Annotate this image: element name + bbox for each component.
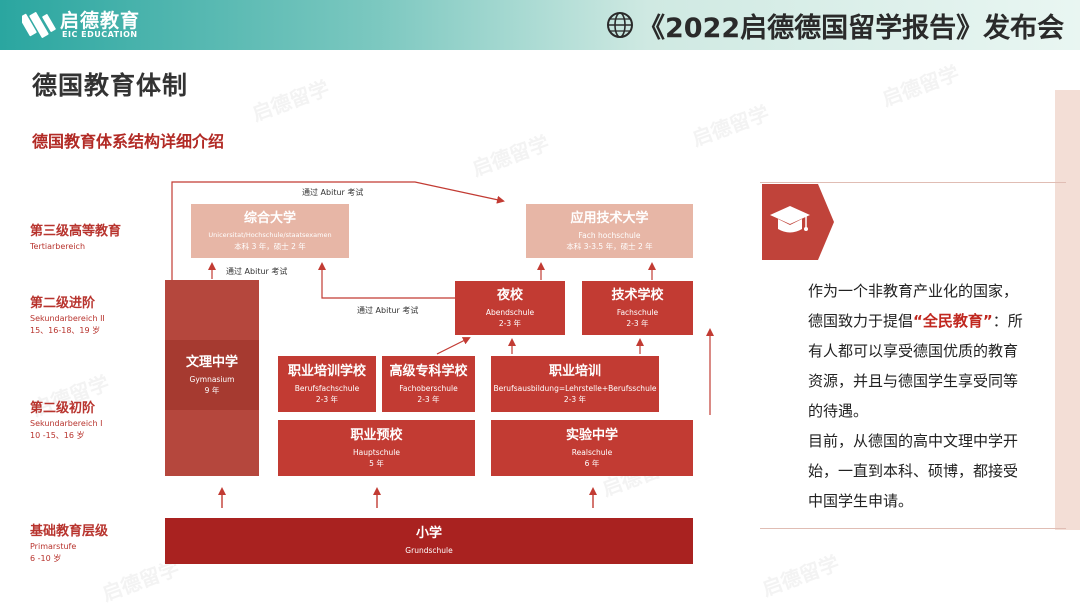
- logo-subtext: EIC EDUCATION: [62, 30, 138, 39]
- box-name: 应用技术大学: [570, 210, 649, 226]
- box-german: Fachoberschule: [399, 383, 458, 393]
- level-german: Tertiarbereich: [30, 242, 86, 251]
- box-german: Gymnasium: [189, 374, 235, 384]
- badge-pointer: [818, 184, 834, 260]
- box-years: 2-3 年: [315, 394, 339, 404]
- level-primary: 基础教育层级 Primarstufe 6 -10 岁: [30, 520, 108, 564]
- divider-bottom: [760, 528, 1066, 529]
- level-secondary-ii: 第二级进阶 Sekundarbereich II 15、16-18、19 岁: [30, 292, 105, 336]
- box-years: 2-3 年: [417, 394, 440, 404]
- description: 作为一个非教育产业化的国家，德国致力于提倡“全民教育”：所有人都可以享受德国优质…: [808, 276, 1028, 516]
- box-tech-school: 技术学校 Fachschule 2-3 年: [582, 281, 693, 335]
- header-bar: [0, 0, 1080, 50]
- level-name: 第二级初阶: [30, 401, 96, 416]
- arrow-label-night-uni: 通过 Abitur 考试: [357, 306, 419, 315]
- box-name: 综合大学: [243, 210, 296, 226]
- description-paragraph-2: 目前，从德国的高中文理中学开始，一直到本科、硕博，都接受中国学生申请。: [808, 432, 1019, 510]
- desc-text: ：所有人都可以享受德国优质的教育资源，并且与德国学生享受同等的待遇。: [808, 312, 1023, 420]
- arrow-top-route: [171, 181, 505, 280]
- side-accent-bar: [1055, 90, 1080, 530]
- box-night-school: 夜校 Abendschule 2-3 年: [455, 281, 565, 335]
- box-name: 职业预校: [350, 427, 403, 443]
- description-paragraph-1: 作为一个非教育产业化的国家，德国致力于提倡“全民教育”：所有人都可以享受德国优质…: [808, 276, 1028, 426]
- box-german: Hauptschule: [353, 447, 400, 457]
- event-title: 《2022启德德国留学报告》发布会: [638, 13, 1065, 44]
- box-years: 本科 3-3.5 年，硕士 2 年: [566, 241, 653, 251]
- section-title: 德国教育体系结构详细介绍: [32, 132, 225, 151]
- box-applied-university: 应用技术大学 Fach hochschule 本科 3-3.5 年，硕士 2 年: [526, 204, 693, 258]
- box-years: 2-3 年: [498, 318, 522, 328]
- box-grundschule: 小学 Grundschule: [165, 518, 693, 564]
- box-realschule: 实验中学 Realschule 6 年: [491, 420, 693, 476]
- arrow-fos-to-night: [436, 337, 471, 355]
- box-name: 文理中学: [185, 354, 238, 370]
- divider-top: [760, 182, 1066, 183]
- box-german: Grundschule: [405, 546, 453, 555]
- box-german: Abendschule: [485, 307, 535, 317]
- level-name: 第二级进阶: [30, 296, 96, 311]
- desc-highlight: “全民教育”: [913, 312, 993, 330]
- box-german: Realschule: [571, 447, 613, 457]
- level-age: 15、16-18、19 岁: [30, 326, 101, 335]
- box-name: 实验中学: [565, 427, 618, 443]
- box-vocational-training-school: 职业培训学校 Berufsfachschule 2-3 年: [278, 356, 376, 412]
- box-years: 6 年: [584, 458, 600, 468]
- level-age: 10 -15、16 岁: [30, 431, 85, 440]
- level-tertiary: 第三级高等教育 Tertiarbereich: [30, 220, 121, 251]
- box-years: 2-3 年: [563, 394, 587, 404]
- level-german: Primarstufe: [30, 542, 77, 551]
- graduation-cap-icon: [770, 206, 810, 233]
- box-name: 高级专科学校: [389, 363, 468, 379]
- box-german: Berufsausbildung=Lehrstelle+Berufsschule: [493, 383, 657, 393]
- box-years: 5 年: [369, 458, 384, 468]
- level-name: 第三级高等教育: [30, 224, 122, 239]
- box-gymnasium: 文理中学 Gymnasium 9 年: [165, 340, 259, 410]
- level-secondary-i: 第二级初阶 Sekundarbereich I 10 -15、16 岁: [30, 397, 102, 441]
- box-german: Berufsfachschule: [294, 383, 360, 393]
- box-name: 职业培训: [548, 363, 601, 379]
- box-name: 小学: [415, 526, 442, 541]
- desc-text: 作为一个非教育产业化的国家，德国致力于提倡: [808, 282, 1019, 330]
- box-years: 2-3 年: [626, 318, 649, 328]
- box-german: Unicersitat/Hochschule/staatsexamen: [208, 230, 332, 239]
- globe-icon: [607, 12, 633, 38]
- box-name: 职业培训学校: [287, 363, 366, 379]
- arrow-night-to-uni: [318, 262, 455, 299]
- arrow-label-top: 通过 Abitur 考试: [302, 188, 364, 197]
- level-german: Sekundarbereich I: [30, 419, 103, 428]
- arrow-label-gym-uni: 通过 Abitur 考试: [226, 267, 288, 276]
- box-german: Fach hochschule: [578, 230, 641, 240]
- level-age: 6 -10 岁: [30, 554, 62, 563]
- box-fachoberschule: 高级专科学校 Fachoberschule 2-3 年: [382, 356, 475, 412]
- box-german: Fachschule: [616, 307, 659, 317]
- box-years: 9 年: [204, 385, 220, 395]
- page-title: 德国教育体制: [32, 71, 189, 100]
- box-name: 夜校: [496, 287, 523, 303]
- box-university: 综合大学 Unicersitat/Hochschule/staatsexamen…: [191, 204, 349, 258]
- level-german: Sekundarbereich II: [30, 314, 105, 323]
- level-name: 基础教育层级: [30, 524, 109, 539]
- box-name: 技术学校: [611, 287, 664, 303]
- box-years: 本科 3 年，硕士 2 年: [234, 241, 306, 251]
- box-hauptschule: 职业预校 Hauptschule 5 年: [278, 420, 475, 476]
- box-vocational-training: 职业培训 Berufsausbildung=Lehrstelle+Berufss…: [491, 356, 659, 412]
- logo-icon: [22, 12, 56, 38]
- logo-text: 启德教育: [60, 10, 141, 32]
